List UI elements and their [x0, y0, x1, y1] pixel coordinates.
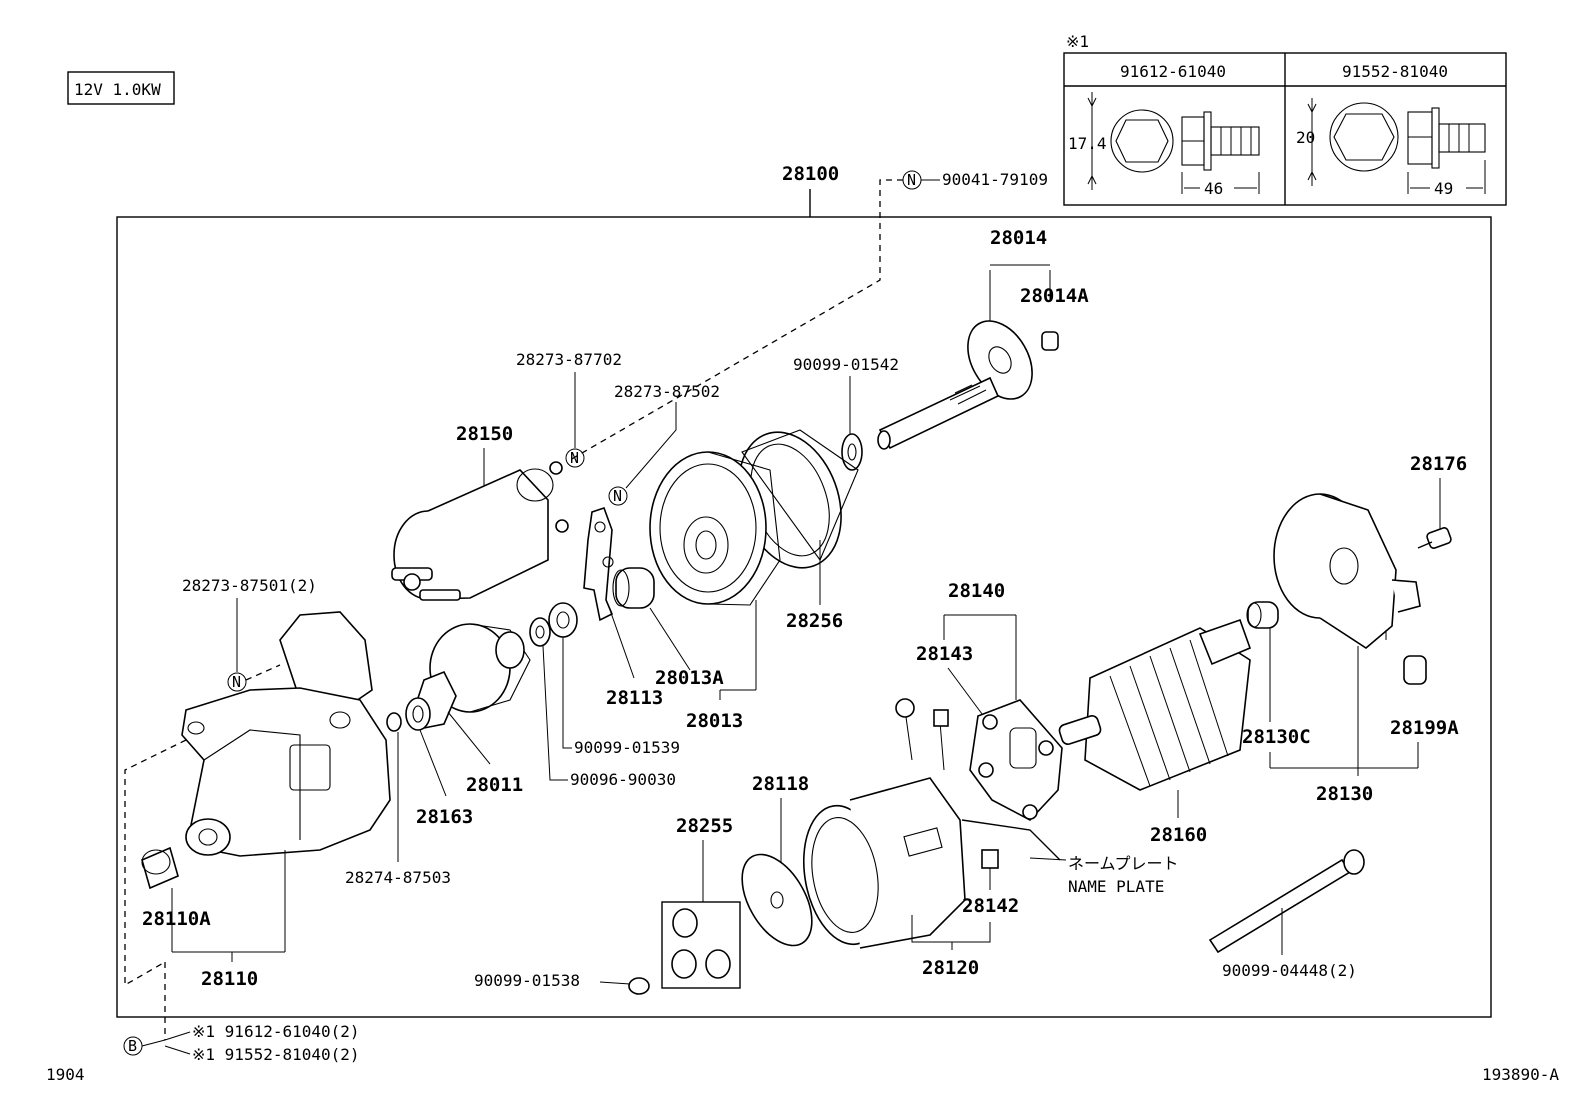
part-28118: 28118: [741, 773, 813, 947]
name-plate-callout: ネームプレート NAME PLATE: [1029, 854, 1179, 896]
name-plate-jp: ネームプレート: [1068, 854, 1179, 873]
callout-28273-87702: 28273-87702: [516, 350, 622, 369]
callout-28273-87702-group: 28273-87702 N: [516, 350, 622, 468]
callout-90041-79109-group: N 90041-79109: [569, 170, 1048, 461]
marker-n-1: N: [907, 171, 916, 189]
part-28255: 28255: [661, 815, 741, 989]
part-90099-04448: 90099-04448(2): [1208, 849, 1365, 980]
voltage-label-box: 12V 1.0KW: [67, 71, 175, 105]
bolt-2-length: 49: [1434, 179, 1453, 198]
marker-n-3: N: [613, 487, 622, 505]
marker-n-2: N: [570, 449, 579, 467]
part-90099-01538: 90099-01538: [474, 971, 650, 995]
bolt-2-drawing: 20 49: [1296, 98, 1486, 198]
bolt-reference-2: ※1 91552-81040(2): [192, 1045, 360, 1064]
bolt-1-length: 46: [1204, 179, 1223, 198]
callout-28273-87502-group: 28273-87502 N: [608, 382, 720, 506]
callout-28273-87501: 28273-87501(2): [182, 576, 317, 595]
bolt-table-header-2: 91552-81040: [1342, 62, 1448, 81]
callout-28120: 28120: [922, 957, 979, 979]
bolt-2-head-size: 20: [1296, 128, 1315, 147]
part-90099-01542: 90099-01542: [793, 355, 899, 471]
footer-right-code: 193890-A: [1482, 1065, 1559, 1084]
part-28130C: 28130C: [1242, 601, 1311, 768]
callout-28255: 28255: [676, 815, 733, 837]
part-28120: 28142 28120: [802, 698, 1061, 979]
callout-28160: 28160: [1150, 824, 1207, 846]
callout-28140: 28140: [948, 580, 1005, 602]
part-28013A: [612, 567, 691, 671]
note-mark: ※1: [1066, 32, 1089, 51]
bolt-reference-group: B ※1 91612-61040(2) ※1 91552-81040(2): [123, 962, 360, 1064]
callout-90099-01542: 90099-01542: [793, 355, 899, 374]
marker-b: B: [128, 1037, 137, 1055]
callout-28273-87501-group: 28273-87501(2) N: [182, 576, 317, 692]
part-28014: 28014 28014A: [877, 227, 1089, 450]
callout-90099-04448: 90099-04448(2): [1222, 961, 1357, 980]
callout-90099-01538: 90099-01538: [474, 971, 580, 990]
callout-28163: 28163: [416, 806, 473, 828]
callout-28256: 28256: [786, 610, 843, 632]
callout-28110: 28110: [201, 968, 258, 990]
part-28150: 28150: [391, 423, 569, 601]
callout-90041-79109: 90041-79109: [942, 170, 1048, 189]
part-28113: 28113: [583, 506, 663, 709]
callout-28013: 28013: [686, 710, 743, 732]
callout-28130C: 28130C: [1242, 726, 1311, 748]
callout-28142: 28142: [962, 895, 1019, 917]
callout-28013A: 28013A: [655, 667, 724, 689]
callout-28100: 28100: [782, 163, 839, 185]
callout-28273-87502: 28273-87502: [614, 382, 720, 401]
callout-28143: 28143: [916, 643, 973, 665]
name-plate-en: NAME PLATE: [1068, 877, 1164, 896]
callout-90099-01539: 90099-01539: [574, 738, 680, 757]
callout-28199A: 28199A: [1390, 717, 1459, 739]
part-28199A: 28199A: [1390, 655, 1459, 768]
part-90096-90030: 90096-90030: [529, 617, 676, 789]
part-28140: 28140 28143: [916, 580, 1063, 821]
assembly-frame: 28100: [116, 163, 1492, 1018]
voltage-label: 12V 1.0KW: [74, 80, 161, 99]
bolt-1-drawing: 17.4 46: [1068, 92, 1260, 198]
callout-28176: 28176: [1410, 453, 1467, 475]
callout-28130: 28130: [1316, 783, 1373, 805]
bolt-table-header-1: 91612-61040: [1120, 62, 1226, 81]
part-28011: 28011: [415, 623, 531, 796]
part-28160: 28160: [1058, 618, 1252, 846]
part-28130: 28130: [1270, 493, 1421, 805]
part-28013: 28013A 28013: [649, 451, 781, 732]
part-28176: 28176: [1410, 453, 1467, 549]
callout-28113: 28113: [606, 687, 663, 709]
bolt-1-head-size: 17.4: [1068, 134, 1107, 153]
callout-28274-87503: 28274-87503: [345, 868, 451, 887]
bolt-reference-1: ※1 91612-61040(2): [192, 1022, 360, 1041]
part-90099-01539: 90099-01539: [548, 602, 680, 757]
callout-28011: 28011: [466, 774, 523, 796]
callout-28014: 28014: [990, 227, 1047, 249]
part-28274-87503: 28274-87503: [345, 712, 451, 887]
part-28110: 28110A 28110: [124, 611, 391, 990]
bolt-table: ※1 91612-61040 91552-81040 17.4 46: [1063, 32, 1507, 206]
callout-28118: 28118: [752, 773, 809, 795]
callout-28014A: 28014A: [1020, 285, 1089, 307]
footer-left-code: 1904: [46, 1065, 85, 1084]
callout-90096-90030: 90096-90030: [570, 770, 676, 789]
callout-28150: 28150: [456, 423, 513, 445]
part-28163: 28163: [405, 697, 473, 828]
callout-28110A: 28110A: [142, 908, 211, 930]
marker-n-4: N: [232, 673, 241, 691]
